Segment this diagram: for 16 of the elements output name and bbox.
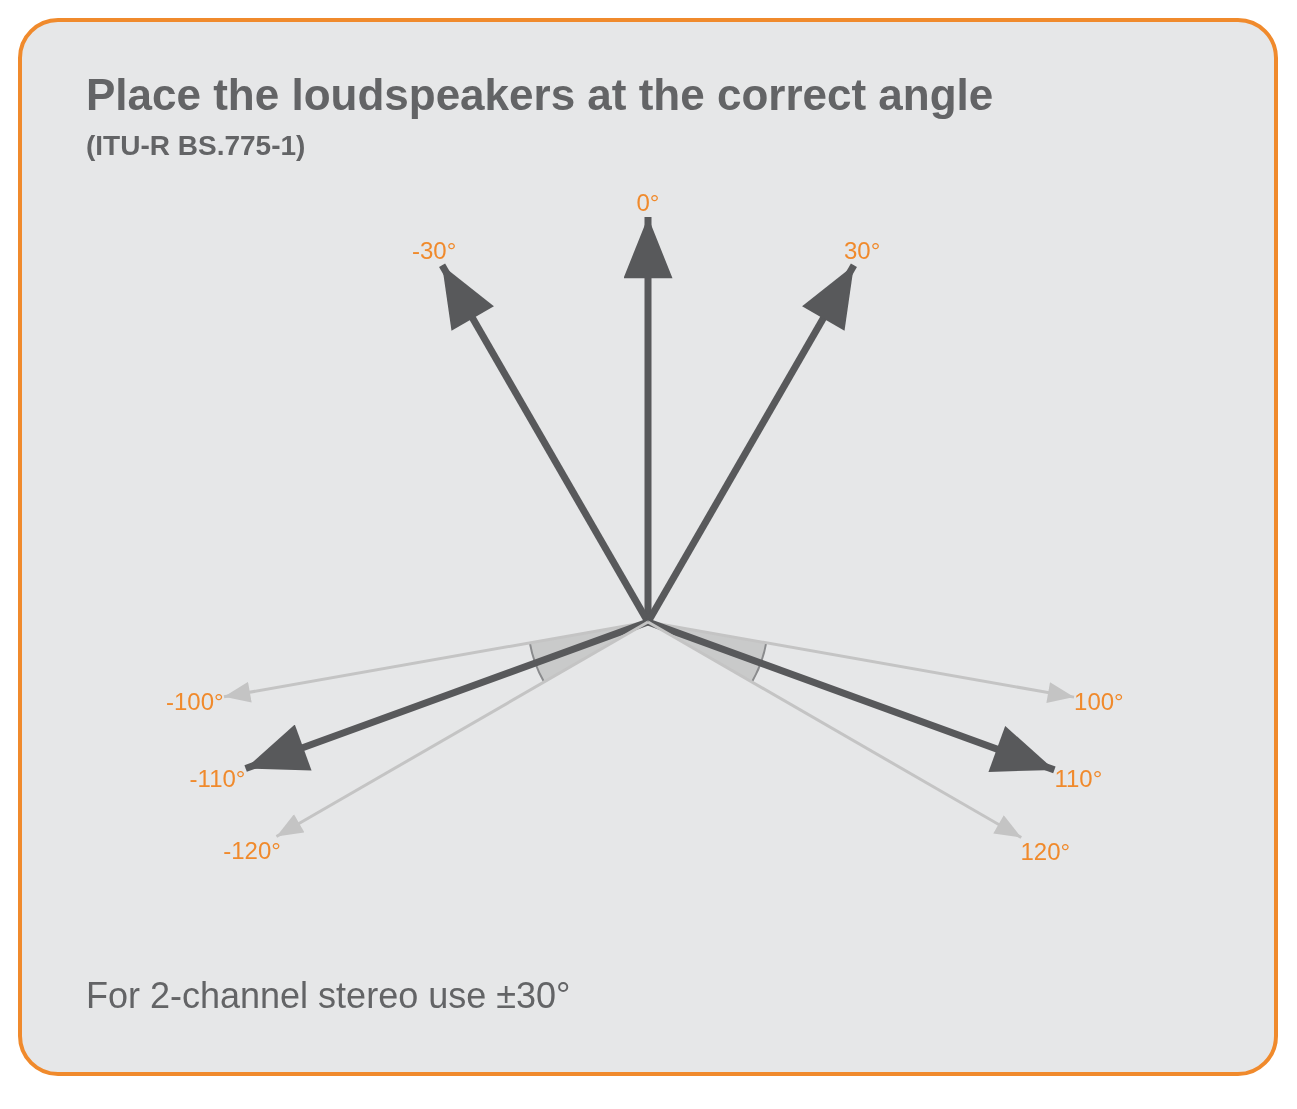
angle-label: -120°: [223, 836, 281, 865]
subtitle: (ITU-R BS.775-1): [86, 130, 306, 162]
angle-label: 100°: [1074, 687, 1124, 716]
arrow: [244, 618, 650, 772]
angle-label: -100°: [166, 687, 224, 716]
angle-label: 30°: [844, 237, 881, 266]
angle-label: 110°: [1054, 764, 1103, 793]
angle-label: -30°: [412, 237, 457, 266]
angle-label: -110°: [189, 764, 246, 793]
angle-label: 0°: [636, 189, 660, 217]
arrow: [647, 620, 1022, 839]
arrow: [275, 620, 649, 838]
arrow: [646, 618, 1056, 774]
caption: For 2-channel stereo use ±30°: [86, 975, 571, 1017]
angle-label: 120°: [1020, 837, 1071, 866]
title: Place the loudspeakers at the correct angle: [86, 70, 994, 120]
